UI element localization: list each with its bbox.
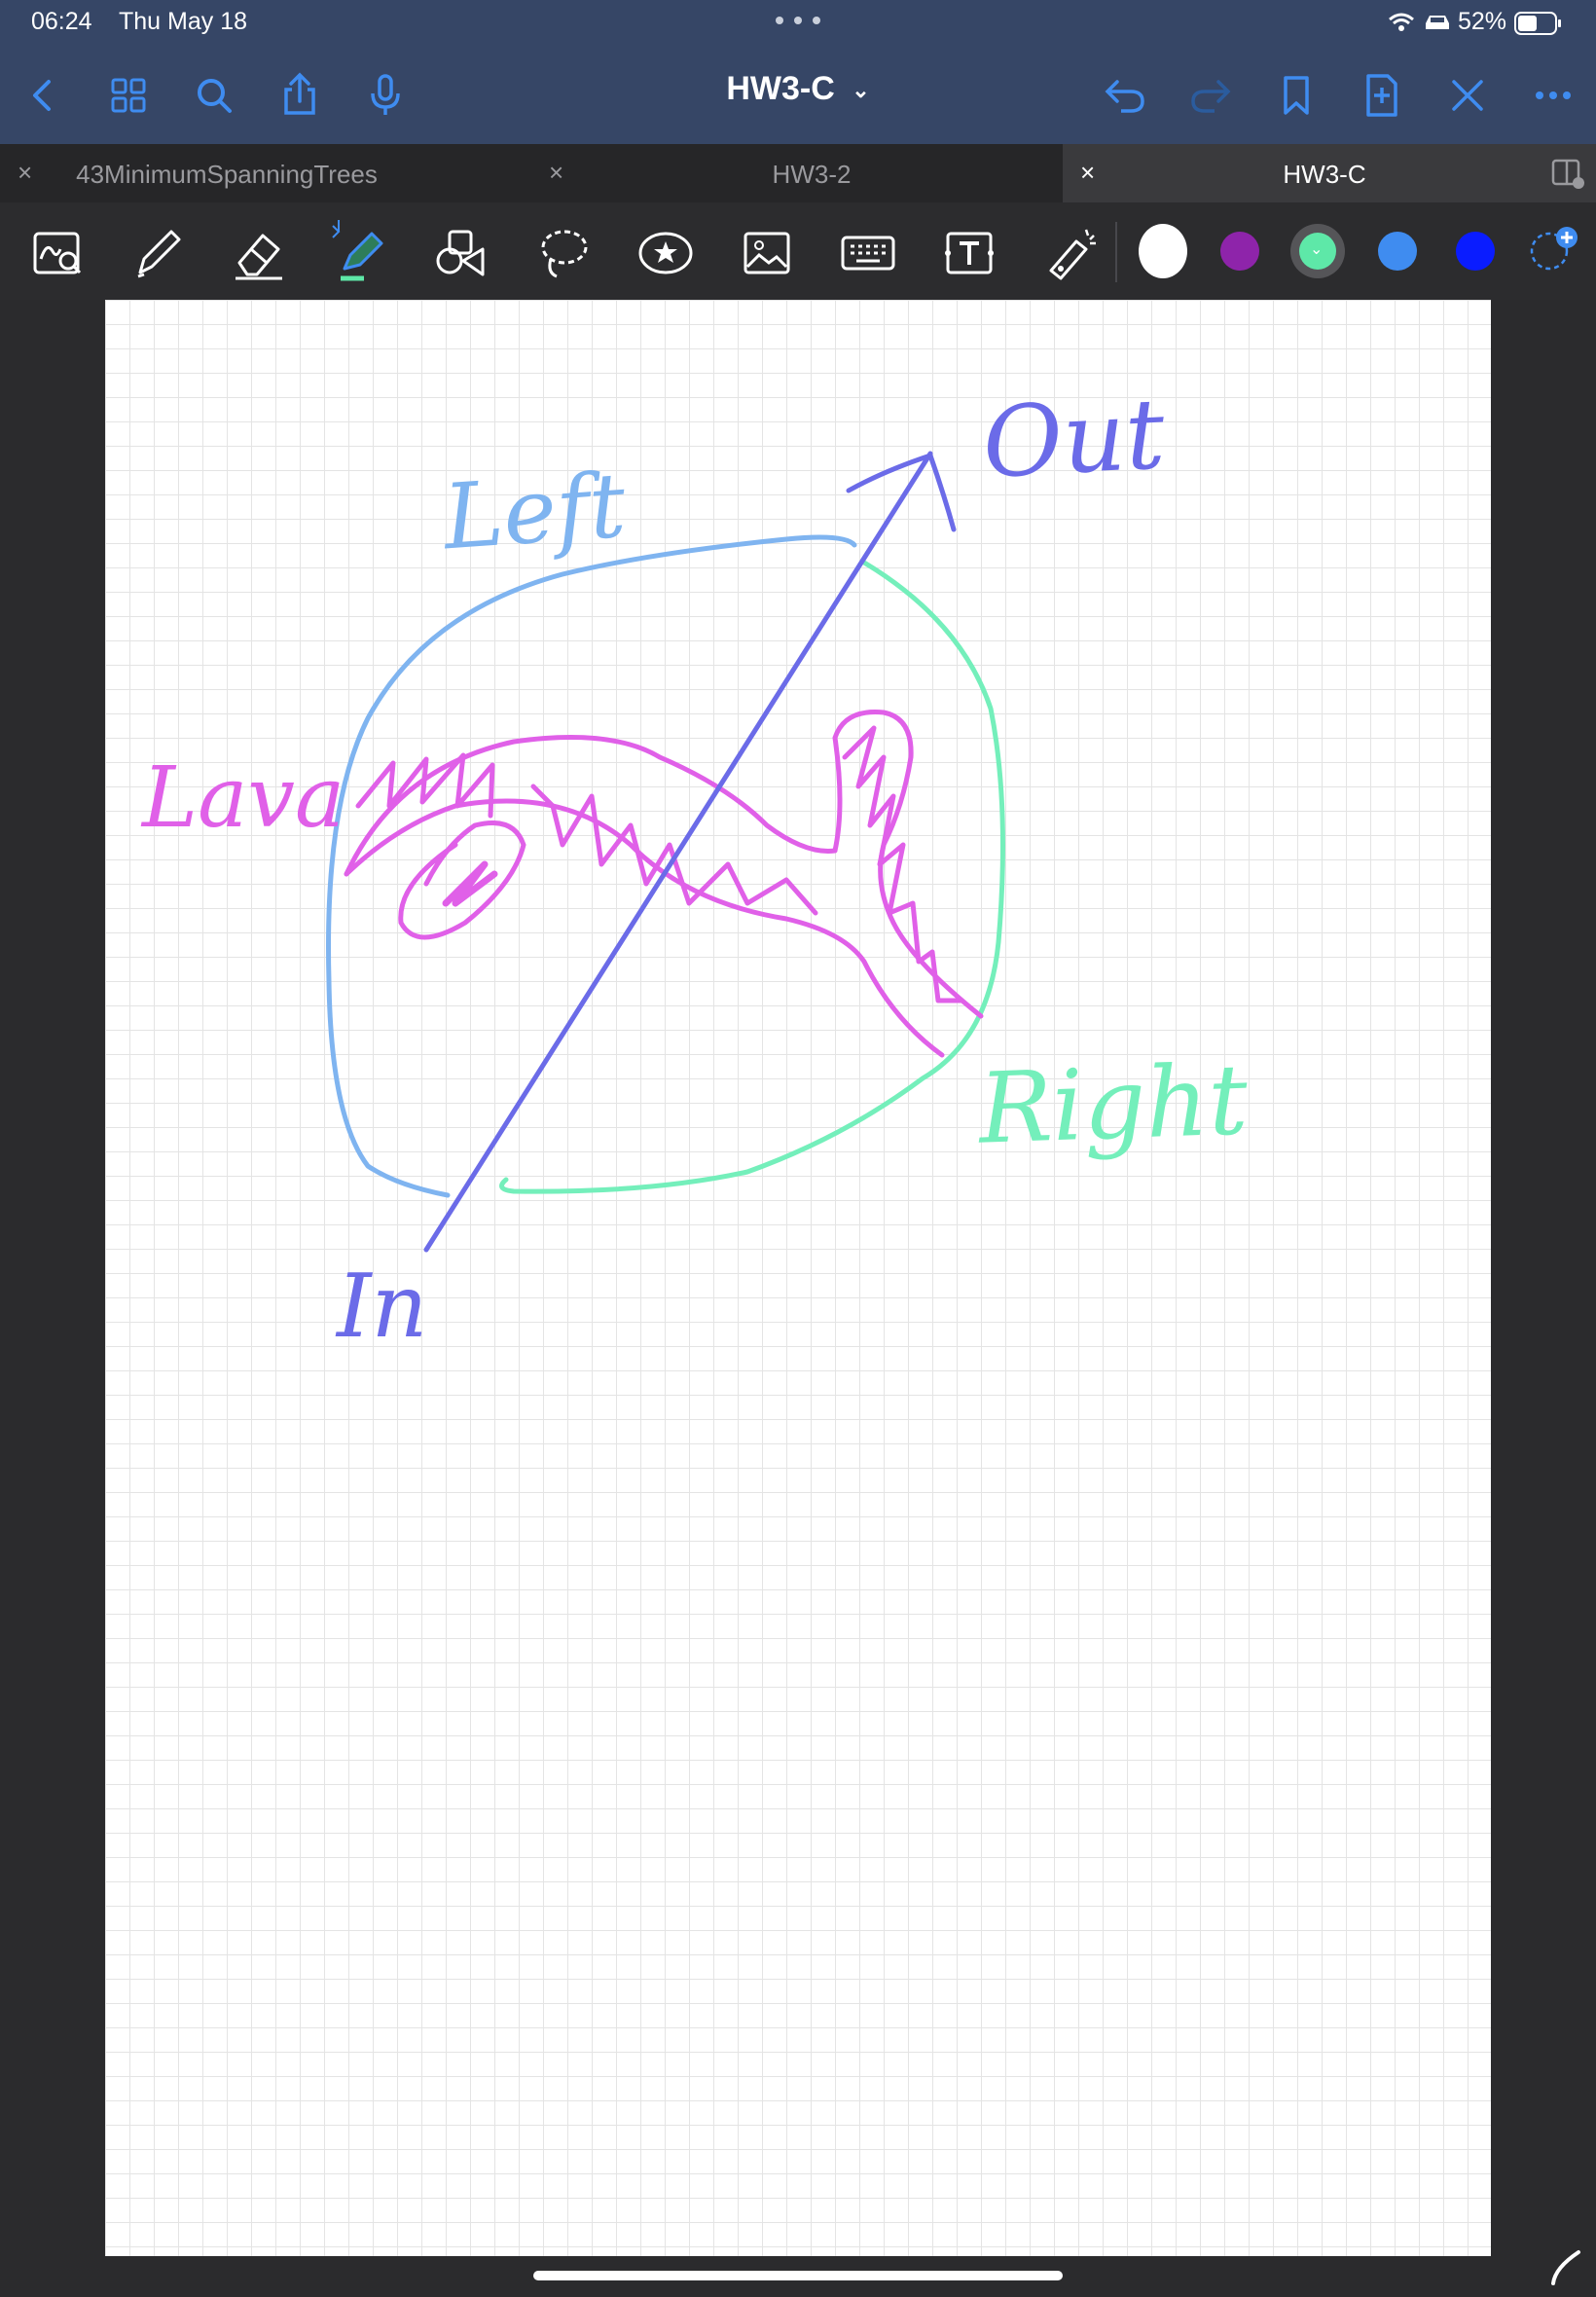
sticker-star-icon [638,232,693,274]
search-icon [198,79,232,113]
note-page[interactable] [105,300,1491,2256]
search-button[interactable] [187,68,241,123]
color-swatch-blue[interactable] [1378,232,1417,271]
text-box-icon [945,232,994,274]
split-view-icon[interactable] [1551,158,1586,191]
share-button[interactable] [272,68,327,123]
wifi-icon [1389,13,1414,31]
tab-label: HW3-2 [772,160,852,189]
label-left: Left [440,453,630,570]
drawing-toolbar [0,202,1596,300]
back-button[interactable] [14,68,68,123]
handwritten-diagram [326,451,1005,1253]
image-tool[interactable] [734,220,800,286]
bookmark-icon [1284,76,1309,115]
close-document-button[interactable] [1440,68,1495,123]
close-icon [1452,80,1483,111]
shapes-icon [436,230,485,276]
tab-hw3-c[interactable]: × HW3-C [1063,144,1596,202]
status-time: 06:24 [31,8,92,35]
color-swatch-purple[interactable] [1220,232,1259,271]
close-tab-icon[interactable]: × [18,158,33,187]
left-region-boundary [326,534,857,1198]
label-out: Out [980,377,1168,500]
redo-icon [1191,80,1231,113]
keyboard-tool[interactable] [835,220,901,286]
battery-percent: 52% [1458,8,1507,35]
eraser-tool[interactable] [226,220,292,286]
label-in: In [337,1256,428,1358]
laser-pointer-icon [1049,229,1096,280]
tab-hw3-2[interactable]: × HW3-2 [531,144,1063,202]
toolbar-divider [1115,222,1117,282]
lava-ink [344,710,984,1058]
elements-tool[interactable] [633,220,699,286]
dictation-button[interactable] [358,68,413,123]
in-out-arrow [423,451,933,1253]
close-tab-icon[interactable]: × [549,158,564,187]
more-button[interactable] [1526,68,1580,123]
add-color-icon[interactable] [1528,222,1580,274]
add-page-icon [1366,74,1397,117]
pen-tool[interactable] [125,220,191,286]
tab-43minimumspanningtrees[interactable]: × 43MinimumSpanningTrees [0,144,531,202]
highlighter-tool[interactable] [327,220,393,286]
text-tool[interactable] [936,220,1002,286]
color-swatch-mint-selected[interactable]: ⌄ [1290,224,1345,278]
grid-icon [111,78,146,113]
thumbnails-button[interactable] [101,68,156,123]
tab-label: 43MinimumSpanningTrees [76,160,378,189]
keyboard-icon [841,236,895,271]
undo-icon [1105,80,1144,113]
lasso-tool[interactable] [531,220,598,286]
pencil-hover-icon [1551,2250,1580,2285]
add-page-button[interactable] [1355,68,1409,123]
tab-label: HW3-C [1283,160,1366,189]
microphone-icon [371,74,400,115]
arrowhead [846,453,957,532]
lasso-icon [541,230,588,278]
image-icon [744,232,790,274]
document-navbar: HW3-C ⌄ [0,47,1596,144]
zoom-window-icon [33,232,82,274]
document-title-label: HW3-C [726,70,835,107]
laser-pointer-tool[interactable] [1037,220,1104,286]
shapes-tool[interactable] [428,220,494,286]
bookmark-button[interactable] [1269,68,1324,123]
label-right: Right [977,1042,1250,1166]
home-indicator[interactable] [533,2271,1063,2280]
color-swatch-white[interactable] [1139,224,1187,278]
status-bar: 06:24 Thu May 18 52% [0,0,1596,47]
color-swatch-mint-inner [1299,233,1336,270]
zoom-window-tool[interactable] [25,220,91,286]
close-tab-icon[interactable]: × [1080,158,1096,187]
more-icon [1536,91,1571,99]
status-date: Thu May 18 [119,8,248,35]
color-swatch-deep-blue[interactable] [1456,232,1495,271]
back-icon [33,80,51,111]
right-region-boundary [499,560,1005,1194]
eraser-icon [236,234,282,280]
chevron-down-icon: ⌄ [852,78,870,103]
undo-button[interactable] [1098,68,1152,123]
share-icon [284,72,315,115]
document-tabs: × 43MinimumSpanningTrees × HW3-2 × HW3-C [0,144,1596,202]
multitasking-dots-icon[interactable] [775,16,821,25]
highlighter-icon [332,220,383,281]
pen-icon [137,230,181,278]
label-lava: Lava [142,749,345,847]
car-icon [1426,16,1449,29]
chevron-down-icon: ⌄ [1310,241,1324,258]
battery-icon [1514,12,1561,35]
redo-button[interactable] [1183,68,1238,123]
